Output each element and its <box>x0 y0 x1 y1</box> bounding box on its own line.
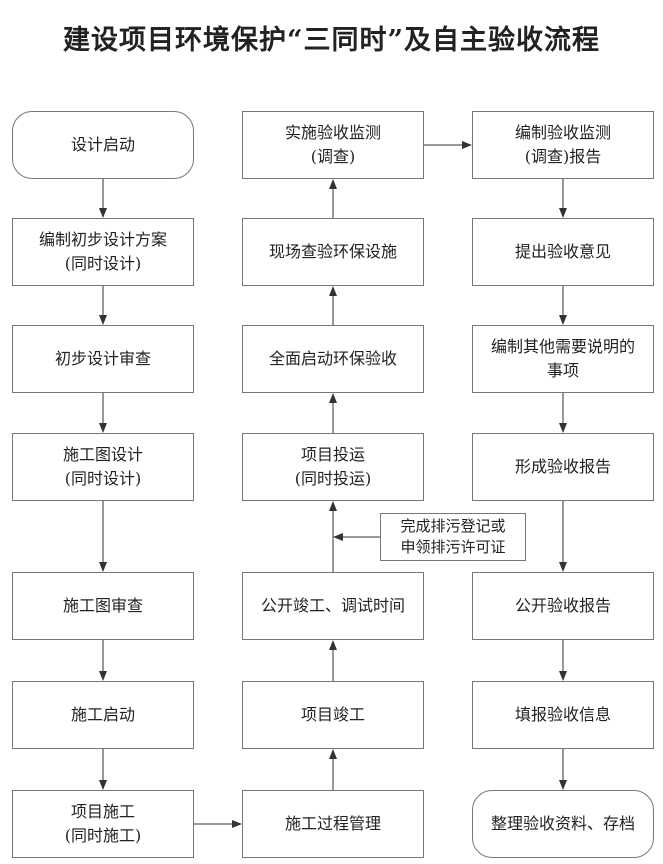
node-prelim-plan-line-2: (同时设计) <box>64 254 142 273</box>
node-pollution-permit-line-2: 申领排污许可证 <box>400 538 506 556</box>
node-project-construction: 项目施工 (同时施工) <box>12 790 194 858</box>
node-pollution-permit-line-1: 完成排污登记或 <box>400 517 506 535</box>
node-project-construction-line-2: (同时施工) <box>64 826 142 845</box>
node-publish-completion: 公开竣工、调试时间 <box>242 572 424 640</box>
node-publish-report: 公开验收报告 <box>472 572 654 640</box>
node-project-operation-line-2: (同时投运) <box>294 469 372 488</box>
node-prelim-plan: 编制初步设计方案 (同时设计) <box>12 218 194 286</box>
node-project-operation: 项目投运 (同时投运) <box>242 433 424 501</box>
node-construction-design-line-1: 施工图设计 <box>62 445 143 464</box>
node-fill-info-line-1: 填报验收信息 <box>514 705 611 724</box>
node-project-completion: 项目竣工 <box>242 681 424 749</box>
node-project-operation-line-1: 项目投运 <box>300 445 365 464</box>
node-monitoring-report-line-1: 编制验收监测 <box>514 123 611 142</box>
node-construction-start-line-1: 施工启动 <box>70 705 135 724</box>
node-project-construction-line-1: 项目施工 <box>70 802 135 821</box>
node-site-inspection-line-1: 现场查验环保设施 <box>268 242 397 261</box>
node-construction-start: 施工启动 <box>12 681 194 749</box>
node-design-start: 设计启动 <box>12 111 194 179</box>
node-archive: 整理验收资料、存档 <box>472 790 654 858</box>
node-monitoring-report-line-2: (调查)报告 <box>524 147 602 166</box>
node-archive-line-1: 整理验收资料、存档 <box>490 814 635 833</box>
node-construction-review: 施工图审查 <box>12 572 194 640</box>
node-other-matters: 编制其他需要说明的 事项 <box>472 325 654 393</box>
node-construction-design: 施工图设计 (同时设计) <box>12 433 194 501</box>
node-acceptance-opinion: 提出验收意见 <box>472 218 654 286</box>
node-monitoring-line-2: (调查) <box>310 147 356 166</box>
node-acceptance-opinion-line-1: 提出验收意见 <box>514 242 611 261</box>
node-process-management: 施工过程管理 <box>242 790 424 858</box>
node-other-matters-line-1: 编制其他需要说明的 <box>490 337 635 356</box>
node-full-acceptance: 全面启动环保验收 <box>242 325 424 393</box>
node-pollution-permit: 完成排污登记或 申领排污许可证 <box>380 513 526 561</box>
node-fill-info: 填报验收信息 <box>472 681 654 749</box>
node-design-start-line-1: 设计启动 <box>70 135 135 154</box>
node-publish-completion-line-1: 公开竣工、调试时间 <box>260 596 405 615</box>
node-construction-design-line-2: (同时设计) <box>64 469 142 488</box>
node-acceptance-report-line-1: 形成验收报告 <box>514 457 611 476</box>
node-other-matters-line-2: 事项 <box>546 361 579 380</box>
node-full-acceptance-line-1: 全面启动环保验收 <box>268 349 397 368</box>
node-monitoring-report: 编制验收监测 (调查)报告 <box>472 111 654 179</box>
node-construction-review-line-1: 施工图审查 <box>62 596 143 615</box>
node-prelim-plan-line-1: 编制初步设计方案 <box>38 230 167 249</box>
node-monitoring-line-1: 实施验收监测 <box>284 123 381 142</box>
node-monitoring: 实施验收监测 (调查) <box>242 111 424 179</box>
node-prelim-review: 初步设计审查 <box>12 325 194 393</box>
node-acceptance-report: 形成验收报告 <box>472 433 654 501</box>
node-publish-report-line-1: 公开验收报告 <box>514 596 611 615</box>
page-title: 建设项目环境保护“三同时”及自主验收流程 <box>62 25 601 56</box>
node-process-management-line-1: 施工过程管理 <box>284 814 381 833</box>
node-site-inspection: 现场查验环保设施 <box>242 218 424 286</box>
node-project-completion-line-1: 项目竣工 <box>300 705 365 724</box>
node-prelim-review-line-1: 初步设计审查 <box>54 349 151 368</box>
